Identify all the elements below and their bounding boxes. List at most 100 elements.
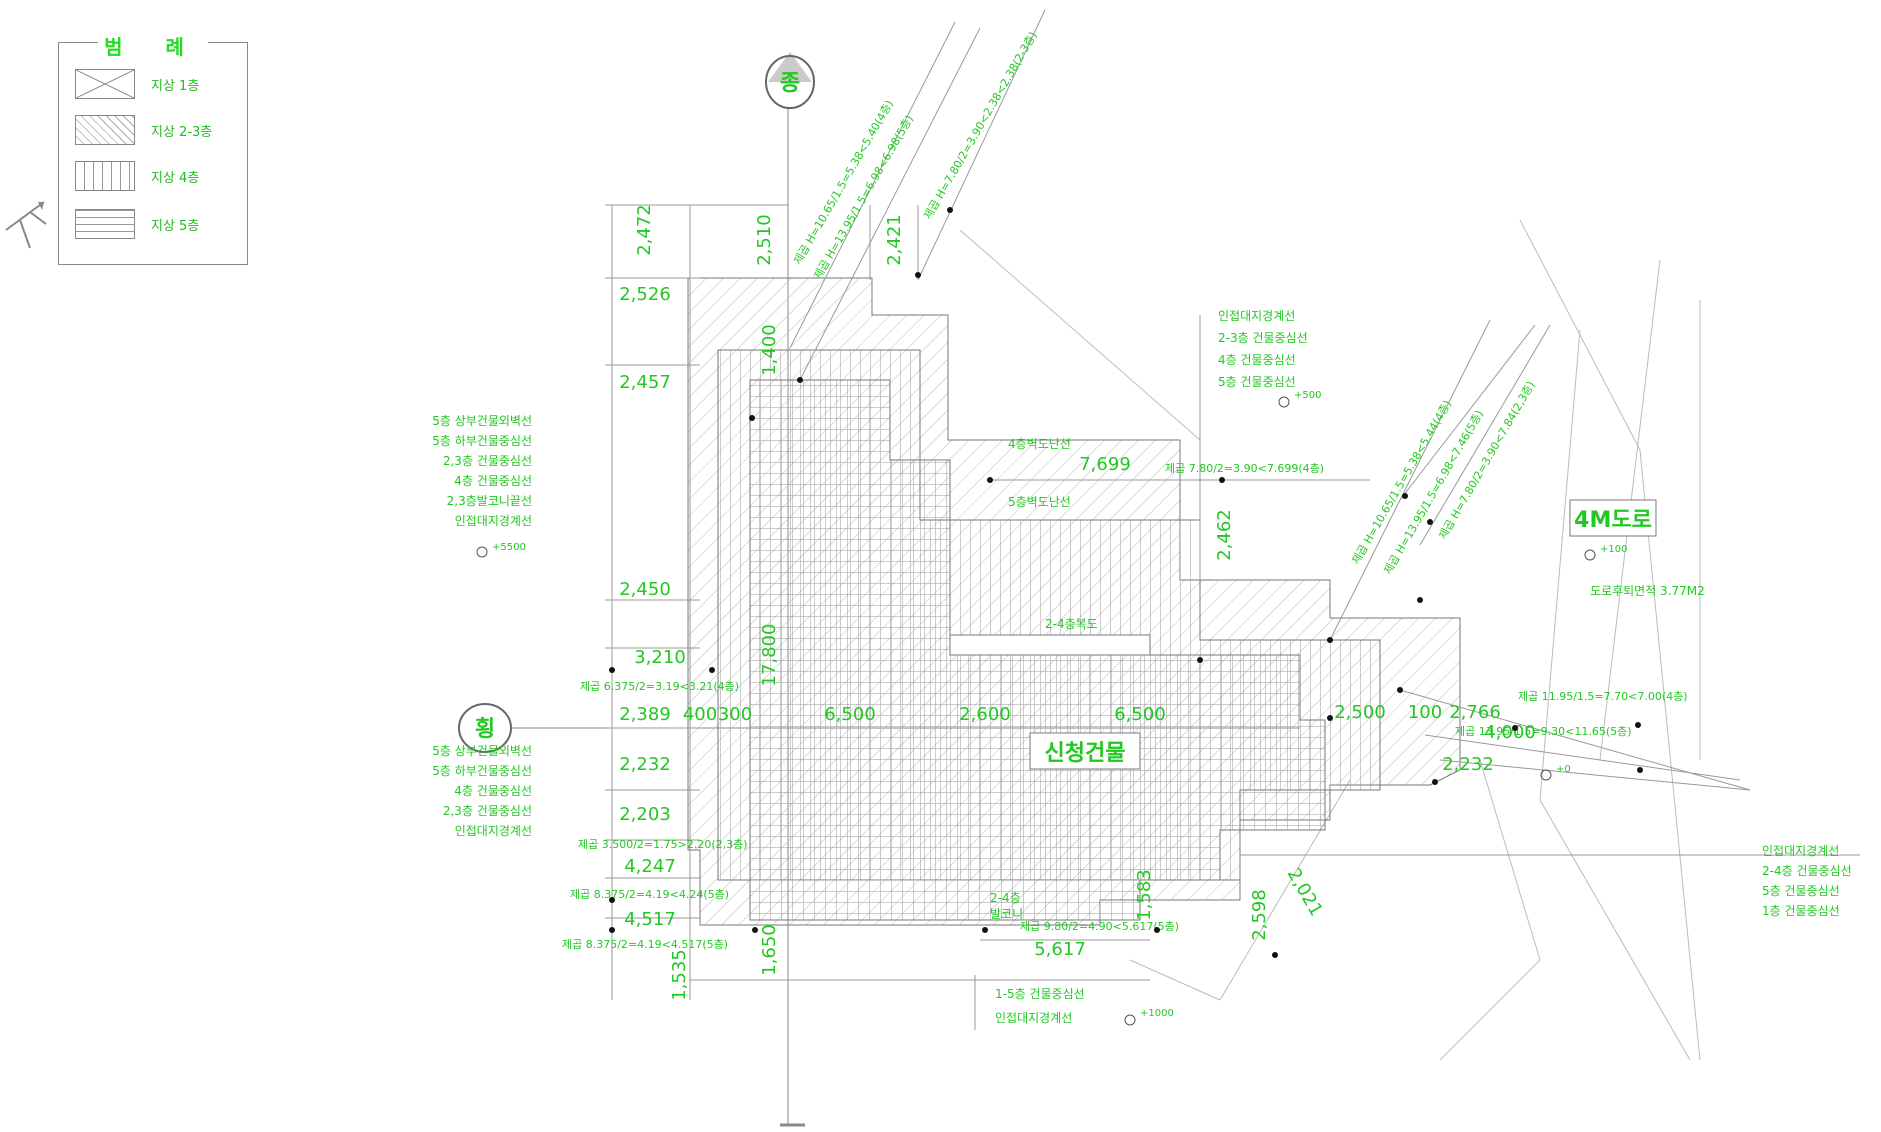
calc-text: 제곱 8.375/2=4.19<4.517(5층) — [562, 938, 728, 951]
note-text: 인접대지경계선 — [1218, 309, 1295, 323]
legend-item-floor4: 지상 4층 — [75, 161, 245, 191]
note-text: 2-4층 건물중심선 — [1762, 864, 1852, 878]
note-text: 도로후퇴면적 3.77M2 — [1590, 584, 1705, 598]
note-text: 2-4층 — [990, 891, 1021, 905]
dim-text: 2,389 — [619, 704, 671, 725]
notes-left-lower: 5층 상부건물외벽선 5층 하부건물중심선 4층 건물중심선 2,3층 건물중심… — [432, 744, 532, 838]
dim-text: 6,500 — [1114, 704, 1166, 725]
note-text: 5층벽도난선 — [1008, 495, 1071, 509]
building-footprint — [687, 277, 1461, 926]
dim-text: 6,500 — [824, 704, 876, 725]
slant-lines — [789, 9, 1751, 791]
section-marker-west: 횡 — [458, 703, 512, 753]
note-text: 5층 하부건물중심선 — [432, 764, 532, 778]
dim-text: 2,232 — [619, 754, 671, 775]
note-text: 4층 건물중심선 — [454, 784, 532, 798]
svg-text:종: 종 — [780, 71, 800, 96]
dim-text: 4,517 — [624, 909, 676, 930]
level-text: +0 — [1556, 764, 1571, 775]
calc-text: 제곱 11.95/1.5=7.70<7.00(4층) — [1518, 690, 1688, 703]
dim-text: 2,766 — [1449, 702, 1501, 723]
level-text: +100 — [1600, 544, 1627, 555]
note-text: 발코니 — [990, 907, 1023, 921]
note-text: 1-5층 건물중심선 — [995, 987, 1085, 1001]
note-text: 2,3층 건물중심선 — [443, 454, 532, 468]
note-text: 인접대지경계선 — [455, 824, 532, 838]
note-text: 5층 건물중심선 — [1218, 375, 1296, 389]
note-text: 인접대지경계선 — [995, 1011, 1072, 1025]
note-text: 4층 건물중심선 — [1218, 353, 1296, 367]
note-text: 2,3층 건물중심선 — [443, 804, 532, 818]
level-icon — [1124, 1014, 1136, 1026]
svg-text:4M도로: 4M도로 — [1574, 508, 1652, 533]
dim-text: 2,203 — [619, 804, 671, 825]
dim-text: 2,472 — [634, 204, 655, 256]
dim-text: 2,598 — [1249, 889, 1270, 941]
svg-text:횡: 횡 — [475, 717, 495, 742]
legend-swatch-vertical — [75, 161, 135, 191]
notes-misc: 4층벽도난선 5층벽도난선 도로후퇴면적 3.77M2 2-4층복도 2-4층 … — [990, 437, 1705, 921]
calc-text: 제곱 9.80/2=4.90<5.617(5층) — [1020, 920, 1179, 933]
legend-label: 지상 4층 — [151, 171, 200, 186]
calc-text: 제곱 7.80/2=3.90<7.699(4층) — [1165, 462, 1324, 475]
notes-right-bottom: 인접대지경계선 2-4층 건물중심선 5층 건물중심선 1층 건물중심선 — [1762, 844, 1852, 918]
level-text: +5500 — [492, 542, 526, 553]
key-points — [609, 207, 1643, 958]
calc-text: 제곱 13.95/1.5=9.30<11.65(5층) — [1455, 725, 1632, 738]
level-icon — [1278, 396, 1290, 408]
legend-item-floor5: 지상 5층 — [75, 209, 245, 239]
dim-text: 2,510 — [754, 214, 775, 266]
legend-item-floor1: 지상 1층 — [75, 69, 245, 99]
notes-left-upper: 5층 상부건물외벽선 5층 하부건물중심선 2,3층 건물중심선 4층 건물중심… — [432, 414, 532, 528]
calc-text: 제곱 8.375/2=4.19<4.24(5층) — [570, 888, 729, 901]
dim-text: 2,500 — [1334, 702, 1386, 723]
dim-text: 1,650 — [759, 924, 780, 976]
level-icon — [1584, 549, 1596, 561]
dim-text: 2,021 — [1283, 865, 1327, 920]
calc-text: 제곱 6.375/2=3.19<3.21(4층) — [580, 680, 739, 693]
dim-text: 2,600 — [959, 704, 1011, 725]
note-text: 4층벽도난선 — [1008, 437, 1071, 451]
road-label: 4M도로 — [1569, 499, 1657, 537]
legend-label: 지상 2-3층 — [151, 125, 213, 140]
level-text: +500 — [1294, 390, 1321, 401]
dim-text: 1,535 — [669, 949, 690, 1001]
svg-text:신청건물: 신청건물 — [1045, 741, 1126, 766]
note-text: 2-4층복도 — [1045, 617, 1098, 631]
section-marker-north: 종 — [765, 52, 815, 109]
calc-text: 제곱 3.500/2=1.75>2.20(2,3층) — [578, 838, 748, 851]
note-text: 2,3층발코니끝선 — [447, 494, 532, 508]
note-text: 5층 상부건물외벽선 — [432, 744, 532, 758]
dim-text: 2,421 — [884, 214, 905, 266]
dim-text: 17,800 — [759, 624, 780, 687]
dim-text: 2,526 — [619, 284, 671, 305]
legend-title: 범 례 — [59, 31, 247, 60]
dim-text: 300 — [718, 704, 752, 725]
extension-lines — [605, 204, 1860, 1030]
note-text: 1층 건물중심선 — [1762, 904, 1840, 918]
dim-text: 2,450 — [619, 579, 671, 600]
calc-notes: 제곱 6.375/2=3.19<3.21(4층) 제곱 3.500/2=1.75… — [562, 462, 1688, 951]
dim-text: 100 — [1408, 702, 1442, 723]
notes-bottom: 1-5층 건물중심선 인접대지경계선 — [995, 987, 1085, 1025]
legend-swatch-diagonal — [75, 115, 135, 145]
level-text: +1000 — [1140, 1008, 1174, 1019]
note-text: 5층 상부건물외벽선 — [432, 414, 532, 428]
note-text: 2-3층 건물중심선 — [1218, 331, 1308, 345]
dim-text: 2,462 — [1214, 509, 1235, 561]
notes-right-top: 인접대지경계선 2-3층 건물중심선 4층 건물중심선 5층 건물중심선 — [1218, 309, 1308, 389]
dim-text: 400 — [683, 704, 717, 725]
legend-label: 지상 5층 — [151, 219, 200, 234]
dim-text: 5,617 — [1034, 939, 1086, 960]
legend-swatch-cross — [75, 69, 135, 99]
legend-panel: 범 례 지상 1층 지상 2-3층 지상 4층 지상 5층 — [58, 35, 248, 265]
dim-text: 2,457 — [619, 372, 671, 393]
note-text: 4층 건물중심선 — [454, 474, 532, 488]
dim-text: 3,210 — [634, 647, 686, 668]
level-icon — [476, 546, 488, 558]
dim-text: 1,583 — [1134, 869, 1155, 921]
building-label: 신청건물 — [1029, 732, 1141, 770]
dim-text: 4,000 — [1484, 722, 1536, 743]
